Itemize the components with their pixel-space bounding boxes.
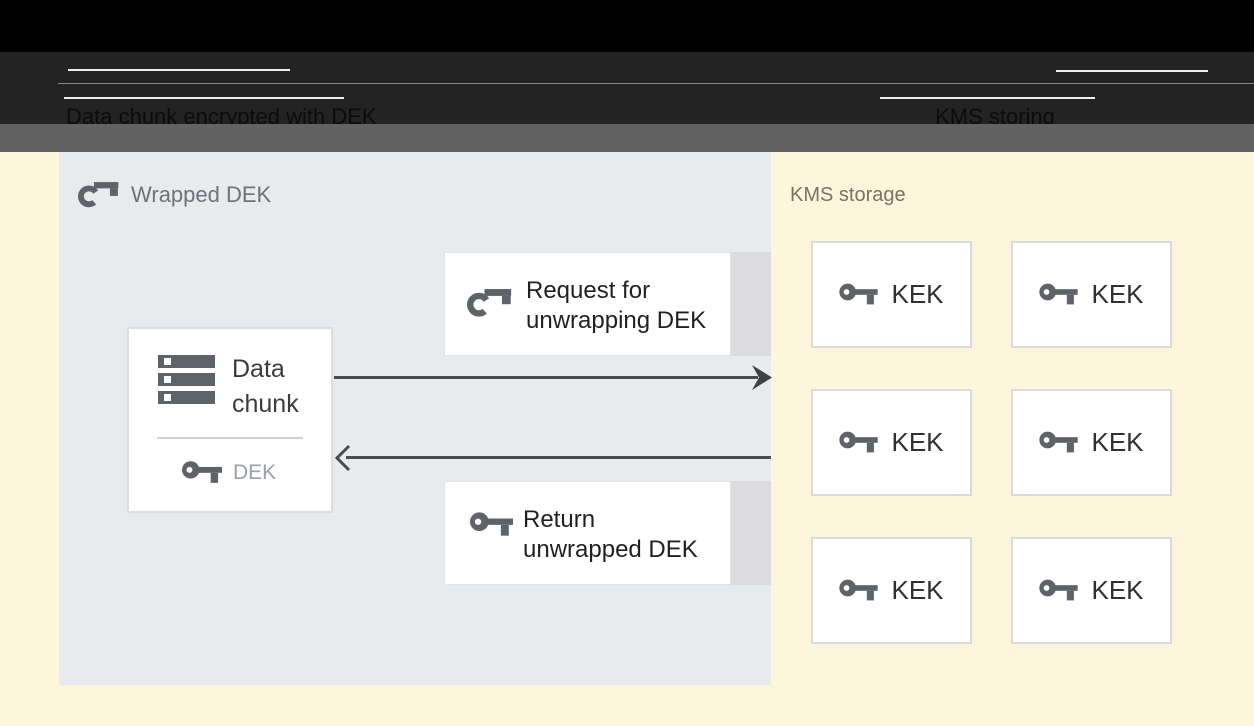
kek-label: KEK	[891, 279, 944, 309]
data-chunk-icon	[158, 355, 215, 404]
kek-key-icon	[839, 430, 879, 455]
kek-label: KEK	[1091, 427, 1144, 457]
request-box-strip	[731, 252, 771, 356]
kek-key-icon	[1039, 430, 1079, 455]
wrapped-key-icon	[78, 176, 120, 210]
data-chunk-title: Data chunk	[232, 355, 299, 418]
kek-box: KEK	[811, 389, 972, 496]
kek-box: KEK	[1011, 241, 1172, 348]
decorative-line	[58, 83, 1254, 84]
kek-key-icon	[1039, 578, 1079, 603]
kek-box: KEK	[1011, 389, 1172, 496]
kek-label: KEK	[891, 427, 944, 457]
data-chunk-divider	[157, 437, 303, 439]
arrow-return-line	[346, 456, 771, 459]
arrow-right-head-icon	[752, 365, 772, 390]
decorative-streak	[1056, 70, 1208, 72]
wrapped-dek-label: Wrapped DEK	[131, 182, 272, 207]
kek-key-icon	[839, 578, 879, 603]
kek-key-icon	[839, 282, 879, 307]
arrow-request-line	[334, 376, 758, 379]
kek-box: KEK	[811, 241, 972, 348]
kek-label: KEK	[1091, 279, 1144, 309]
banner-top-black	[0, 0, 1254, 52]
kek-grid: KEK KEK KE	[811, 241, 1172, 644]
kek-box: KEK	[811, 537, 972, 644]
request-unwrap-box	[444, 252, 731, 356]
return-box-strip	[731, 481, 771, 585]
divider-band	[0, 124, 1254, 152]
decorative-streak	[68, 69, 290, 71]
return-unwrapped-label: Return unwrapped DEK	[523, 506, 698, 563]
decorative-streak	[64, 97, 344, 99]
dek-key-icon	[182, 459, 222, 486]
banner-caption-band: Data chunk encrypted with DEK and is sto…	[0, 52, 1254, 157]
request-key-icon	[467, 282, 513, 320]
kek-label: KEK	[1091, 575, 1144, 605]
kek-box: KEK	[1011, 537, 1172, 644]
decorative-streak	[880, 97, 1095, 99]
kek-label: KEK	[891, 575, 944, 605]
return-key-icon	[470, 510, 513, 539]
dek-label: DEK	[233, 461, 277, 484]
return-unwrapped-box	[444, 481, 731, 585]
kms-storage-label: KMS storage	[790, 184, 906, 206]
request-unwrap-label: Request for unwrapping DEK	[526, 277, 707, 334]
kek-key-icon	[1039, 282, 1079, 307]
arrow-left-head-icon	[334, 444, 351, 472]
